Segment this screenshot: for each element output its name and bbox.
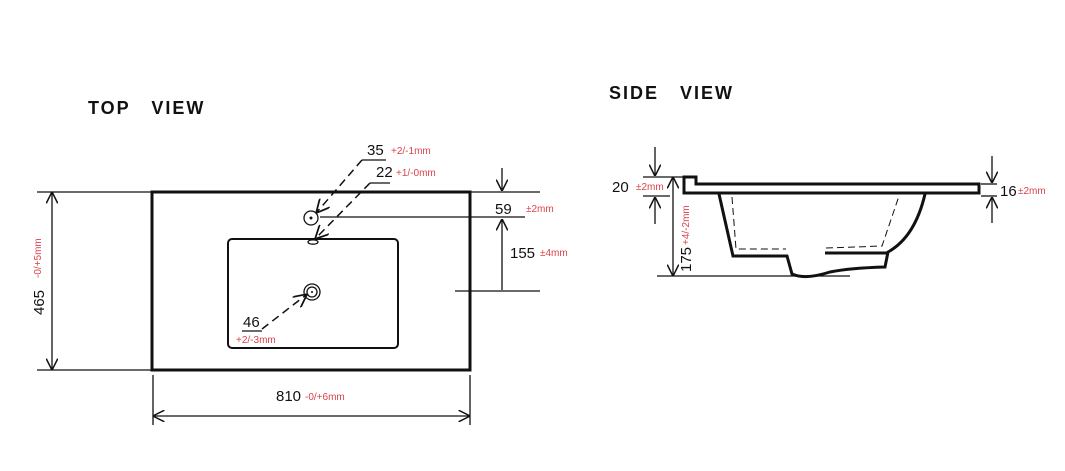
slab-thickness-dimension: 16 ±2mm bbox=[981, 156, 1046, 223]
tap-offset-value: 59 bbox=[495, 201, 512, 218]
drain-tolerance: +2/-3mm bbox=[236, 335, 276, 346]
tap-hole-icon bbox=[303, 210, 319, 226]
side-view: SIDE VIEW 20 ±2mm 175 +4/-2mm 16 ±2mm bbox=[609, 83, 1046, 279]
depth-dimension: 465 -0/+5mm bbox=[31, 191, 152, 371]
basin-profile bbox=[717, 193, 927, 279]
offset-dimensions: 59 ±2mm 155 ±4mm bbox=[320, 168, 568, 292]
width-dimension: 810 -0/+6mm bbox=[152, 375, 471, 425]
width-tolerance: -0/+6mm bbox=[305, 392, 345, 403]
overflow-hole-icon bbox=[307, 239, 319, 245]
drain-value: 46 bbox=[243, 314, 260, 331]
countertop-slab bbox=[682, 175, 981, 195]
depth-value: 465 bbox=[31, 290, 48, 315]
overflow-tolerance: +1/-0mm bbox=[396, 168, 436, 179]
drain-offset-tolerance: ±4mm bbox=[540, 248, 568, 259]
total-height-dimension: 175 +4/-2mm bbox=[673, 178, 695, 275]
top-view-title: TOP VIEW bbox=[88, 98, 205, 118]
inner-profile-left bbox=[731, 196, 786, 250]
basin-outline bbox=[227, 238, 399, 349]
tap-hole-tolerance: +2/-1mm bbox=[391, 146, 431, 157]
drain-leader: 46 +2/-3mm bbox=[236, 295, 306, 346]
overflow-leader: 22 +1/-0mm bbox=[316, 164, 436, 238]
overflow-value: 22 bbox=[376, 164, 393, 181]
slab-thickness-value: 16 bbox=[1000, 183, 1017, 200]
total-height-value: 175 bbox=[678, 247, 695, 272]
inner-profile-right bbox=[825, 195, 900, 249]
rim-height-value: 20 bbox=[612, 179, 629, 196]
top-view: TOP VIEW 465 -0/+5mm 810 -0/+6mm bbox=[31, 98, 568, 425]
side-view-title: SIDE VIEW bbox=[609, 83, 734, 103]
tap-hole-value: 35 bbox=[367, 142, 384, 159]
slab-thickness-tolerance: ±2mm bbox=[1018, 186, 1046, 197]
rim-height-tolerance: ±2mm bbox=[636, 182, 664, 193]
tap-hole-leader: 35 +2/-1mm bbox=[317, 142, 431, 212]
total-height-tolerance: +4/-2mm bbox=[681, 205, 692, 245]
depth-tolerance: -0/+5mm bbox=[33, 238, 44, 278]
countertop-outline bbox=[150, 190, 472, 372]
drain-icon bbox=[303, 283, 321, 301]
drain-offset-value: 155 bbox=[510, 245, 535, 262]
rim-height-dimension: 20 ±2mm bbox=[612, 147, 683, 224]
width-value: 810 bbox=[276, 388, 301, 405]
tap-offset-tolerance: ±2mm bbox=[526, 204, 554, 215]
